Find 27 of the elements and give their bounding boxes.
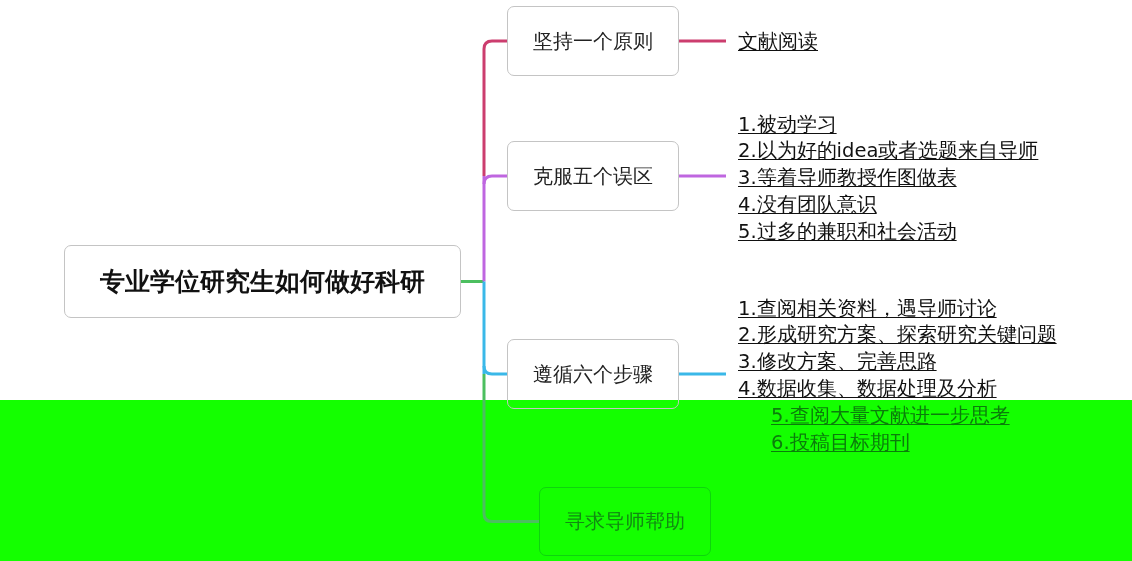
- subtopic-link: 4.数据收集、数据处理及分析: [738, 376, 997, 402]
- subtopic-link: 1.被动学习: [738, 111, 837, 138]
- subtopic-link: 3.修改方案、完善思路: [738, 349, 937, 376]
- topic-box: 遵循六个步骤: [507, 339, 679, 409]
- connector-line: [482, 176, 486, 282]
- subtopic-link: 文献阅读: [738, 28, 818, 55]
- connector-line: [679, 174, 726, 178]
- subtopic-link: 2.以为好的idea或者选题来自导师: [738, 138, 1039, 165]
- connector-line: [482, 365, 507, 376]
- connector-line: [482, 174, 507, 185]
- subtopic-link: 4.没有团队意识: [738, 191, 877, 218]
- connector-line: [482, 281, 486, 374]
- topic-box: 坚持一个原则: [507, 6, 679, 76]
- subtopic-link: 5.查阅大量文献进一步思考: [771, 402, 1010, 429]
- central-topic-box: 专业学位研究生如何做好科研: [64, 245, 461, 318]
- topic-box: 克服五个误区: [507, 141, 679, 211]
- connector-line: [679, 39, 726, 43]
- connector-line: [679, 372, 726, 376]
- subtopic-link: 3.等着导师教授作图做表: [738, 165, 957, 192]
- topic-box: 寻求导师帮助: [539, 487, 711, 556]
- subtopic-link: 1.查阅相关资料，遇导师讨论: [738, 295, 997, 322]
- connector-line: [482, 39, 507, 176]
- subtopic-link: 5.过多的兼职和社会活动: [738, 218, 957, 245]
- connector-line: [482, 374, 539, 523]
- subtopic-link: 6.投稿目标期刊: [771, 429, 910, 456]
- subtopic-link: 2.形成研究方案、探索研究关键问题: [738, 322, 1057, 349]
- connector-line: [461, 280, 484, 283]
